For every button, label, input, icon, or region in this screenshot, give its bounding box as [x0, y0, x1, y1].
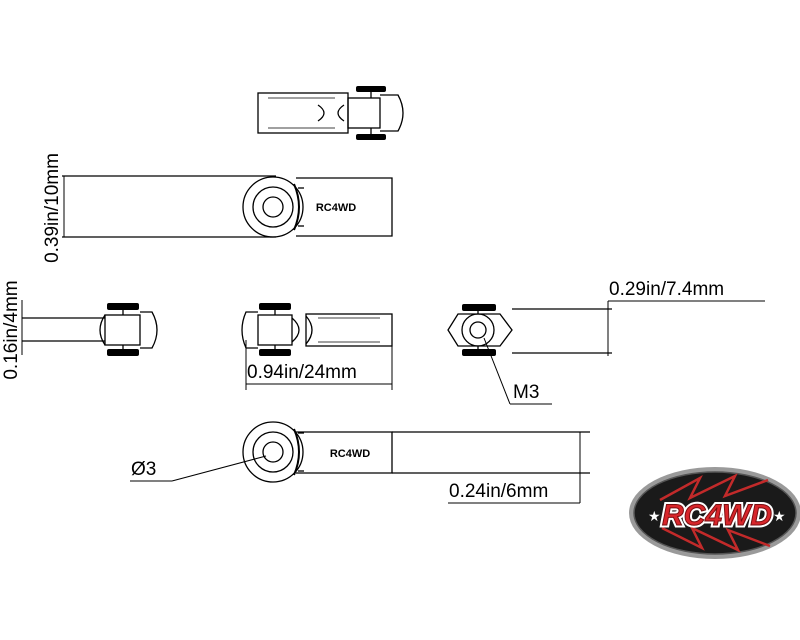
logo-text-outline: RC4WD	[662, 499, 772, 532]
height-dimension: 0.29in/7.4mm	[607, 279, 765, 356]
shank-dimension: 0.24in/6mm	[448, 432, 581, 504]
thread-callout: M3	[483, 337, 552, 405]
side-view-center	[241, 303, 393, 356]
bottom-front-view: RC4WD	[242, 421, 590, 483]
star-right-icon: ★	[773, 509, 786, 525]
length-label: 0.94in/24mm	[247, 362, 357, 383]
part-marking-bottom: RC4WD	[330, 448, 370, 460]
width-label: 0.39in/10mm	[42, 153, 63, 263]
width-dimension: 0.39in/10mm	[42, 153, 65, 263]
hole-callout: Ø3	[130, 455, 267, 482]
side-view-left	[22, 303, 158, 356]
hole-label: Ø3	[131, 459, 156, 480]
height-label: 0.29in/7.4mm	[609, 279, 724, 300]
rc4wd-logo: RC4WD RC4WD ★ ★	[629, 467, 800, 559]
thread-label: M3	[513, 382, 539, 403]
thickness-label: 0.16in/4mm	[1, 280, 22, 379]
part-marking: RC4WD	[316, 202, 356, 214]
length-dimension: 0.94in/24mm	[245, 340, 393, 390]
star-left-icon: ★	[648, 509, 661, 525]
front-view: RC4WD	[62, 175, 393, 238]
logo-text: RC4WD	[662, 499, 772, 532]
shank-label: 0.24in/6mm	[449, 481, 548, 502]
socket-end-view	[447, 304, 612, 356]
thickness-dimension: 0.16in/4mm	[1, 280, 23, 380]
top-view	[257, 86, 404, 140]
